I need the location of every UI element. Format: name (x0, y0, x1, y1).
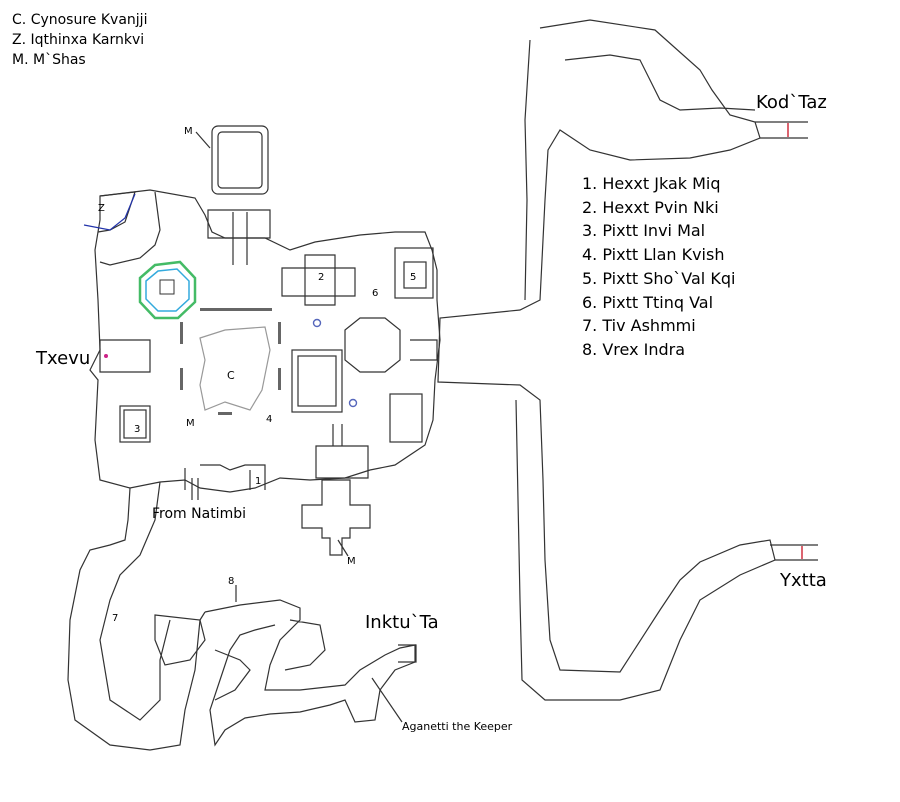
legend-item: 5. Pixtt Sho`Val Kqi (582, 268, 736, 288)
center-building (291, 349, 343, 413)
legend-item: M. M`Shas (12, 52, 86, 68)
room-5-inner (403, 261, 427, 289)
north-tower-inner (217, 131, 263, 189)
legend-item: 2. Hexxt Pvin Nki (582, 197, 719, 217)
pillar-col-e2 (278, 368, 281, 390)
legend-item: 1. Hexxt Jkak Miq (582, 174, 721, 193)
building-6 (344, 317, 401, 373)
pointer-south-m (337, 539, 349, 557)
pillar-col-w1 (180, 322, 183, 344)
pointer-north-m (195, 131, 211, 149)
zone-label-from-natimbi: From Natimbi (152, 506, 246, 522)
npc-label-aganetti: Aganetti the Keeper (402, 720, 513, 733)
building-2 (281, 267, 356, 297)
map-walls (67, 19, 818, 751)
east-gate (410, 339, 438, 361)
marker-m-south: M (347, 556, 356, 567)
portal-2 (348, 398, 358, 408)
east-tunnel-inner-2 (524, 39, 531, 301)
pillar-col-e1 (278, 322, 281, 344)
pointer-natimbi (191, 478, 199, 500)
marker-8: 8 (228, 576, 235, 587)
legend-item: Z. Iqthinxa Karnkvi (12, 32, 145, 48)
zone-label-kodtaz: Kod`Taz (756, 92, 827, 113)
pillar-rows (180, 308, 281, 415)
north-gate (207, 209, 271, 239)
zone-label-txevu: Txevu (36, 348, 91, 369)
marker-3: 3 (134, 424, 141, 435)
pillar-fragment (218, 412, 232, 415)
marker-m-north: M (184, 126, 193, 137)
octagon-shrine (138, 260, 197, 320)
marker-z: Z (98, 203, 105, 214)
center-building-inner (297, 355, 337, 407)
lower-cave-network (154, 599, 416, 747)
city-outline (89, 189, 441, 493)
marker-6: 6 (372, 288, 379, 299)
room-3-inner (123, 409, 147, 439)
building-2-cross (304, 254, 336, 306)
legend-item: C. Cynosure Kvanjji (12, 12, 148, 28)
legend-item: 7. Tiv Ashmmi (582, 316, 696, 336)
yxtta-exit (770, 544, 818, 561)
z-boundary (83, 193, 136, 231)
door-txevu (104, 354, 108, 358)
legend-item: 8. Vrex Indra (582, 339, 686, 359)
txevu-gate (99, 339, 151, 373)
z-arc (99, 191, 161, 266)
zone-label-inktuta: Inktu`Ta (365, 612, 439, 633)
east-room (389, 393, 423, 443)
legend-item: 3. Pixtt Invi Mal (582, 221, 706, 241)
legend-item: 6. Pixtt Ttinq Val (582, 292, 714, 312)
marker-7: 7 (112, 613, 119, 624)
east-tunnel-inner (564, 54, 756, 111)
south-stair (332, 424, 343, 446)
legend-key-areas: C. Cynosure Kvanjji Z. Iqthinxa Karnkvi … (12, 10, 147, 70)
inktuta-entrance (398, 644, 417, 663)
marker-2: 2 (318, 272, 325, 283)
marker-4: 4 (266, 414, 273, 425)
south-gate (315, 445, 369, 479)
portals (312, 318, 358, 408)
marker-1: 1 (255, 476, 262, 487)
portal-1 (312, 318, 322, 328)
south-rooms (184, 464, 266, 490)
room-5 (394, 247, 434, 299)
pointer-aganetti (371, 677, 403, 723)
pillar-col-w2 (180, 368, 183, 390)
marker-m-center: M (186, 418, 195, 429)
door-markers (104, 123, 803, 559)
marker-5: 5 (410, 272, 417, 283)
legend-numbered-locations: 1. Hexxt Jkak Miq 2. Hexxt Pvin Nki 3. P… (582, 172, 735, 362)
legend-item: 4. Pixtt Llan Kvish (582, 245, 725, 265)
room-3 (119, 405, 151, 443)
pillar-row-north (200, 308, 272, 311)
z-area (97, 191, 136, 233)
marker-c: C (227, 369, 235, 382)
zone-label-yxtta: Yxtta (780, 570, 827, 591)
kodtaz-exit (755, 121, 808, 139)
courtyard-c (199, 326, 271, 411)
natimbi-tunnel (67, 481, 206, 751)
south-complex (301, 479, 371, 556)
north-tower (211, 125, 269, 195)
